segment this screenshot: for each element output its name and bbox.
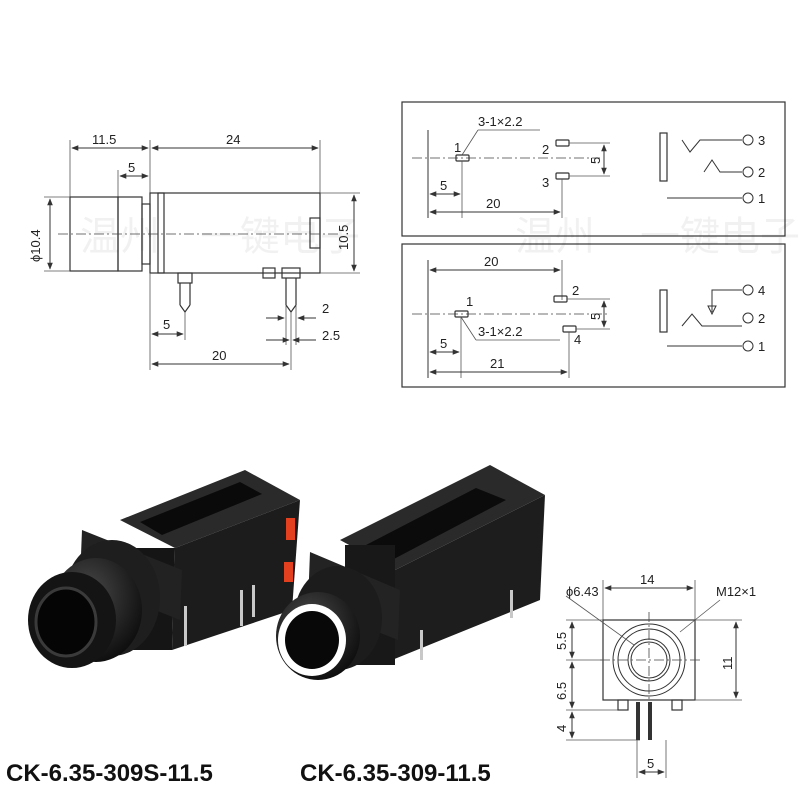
terminal-1b bbox=[742, 340, 754, 352]
dim-pin-offset: 5 bbox=[163, 317, 170, 332]
dim-pitch-b: 5 bbox=[588, 313, 603, 320]
side-view-drawing bbox=[44, 140, 360, 370]
dim-h2: 6.5 bbox=[554, 682, 569, 700]
terminal-1 bbox=[742, 192, 754, 204]
dim-span-bottom: 21 bbox=[490, 356, 504, 371]
pin-label-3: 3 bbox=[542, 175, 549, 190]
slot-spec-b: 3-1×2.2 bbox=[478, 324, 522, 339]
dim-pin-pitch-front: 5 bbox=[647, 756, 654, 771]
dim-diameter: ϕ10.4 bbox=[28, 229, 43, 262]
pin-label-2b: 2 bbox=[572, 283, 579, 298]
dim-span-309: 20 bbox=[486, 196, 500, 211]
terminal-4 bbox=[742, 284, 754, 296]
dim-pin-pitch: 2.5 bbox=[322, 328, 340, 343]
terminal-2b bbox=[742, 312, 754, 324]
pin-label-1b: 1 bbox=[466, 294, 473, 309]
dim-h3: 4 bbox=[554, 725, 569, 732]
schem-label-1b: 1 bbox=[758, 339, 765, 354]
slot-spec: 3-1×2.2 bbox=[478, 114, 522, 129]
dim-pin-width: 2 bbox=[322, 301, 329, 316]
dim-offset: 5 bbox=[128, 160, 135, 175]
watermark-text-2: 一键电子 bbox=[200, 214, 360, 260]
dim-bore: ϕ6.43 bbox=[566, 584, 599, 599]
dim-width: 14 bbox=[640, 572, 654, 587]
pcb-layout-309s bbox=[401, 243, 786, 388]
pin-label-4: 4 bbox=[574, 332, 581, 347]
dim-h1: 5.5 bbox=[554, 632, 569, 650]
pin-label-1: 1 bbox=[454, 140, 461, 155]
watermark-text: 温州 bbox=[80, 214, 160, 260]
product-photo-309 bbox=[276, 465, 545, 680]
dim-front-height: 11 bbox=[720, 657, 735, 671]
dim-pitch: 5 bbox=[588, 157, 603, 164]
dim-offset-309: 5 bbox=[440, 178, 447, 193]
dim-height: 10.5 bbox=[336, 225, 351, 250]
model-label-left: CK-6.35-309S-11.5 bbox=[6, 760, 213, 787]
dim-total-length: 24 bbox=[226, 132, 240, 147]
schem-label-2: 2 bbox=[758, 165, 765, 180]
schem-label-1: 1 bbox=[758, 191, 765, 206]
model-label-right: CK-6.35-309-11.5 bbox=[300, 760, 491, 787]
pin-label-2: 2 bbox=[542, 142, 549, 157]
dim-offset-309s: 5 bbox=[440, 336, 447, 351]
schem-label-4: 4 bbox=[758, 283, 765, 298]
jack-sleeve-symbol-2 bbox=[659, 289, 668, 333]
schem-label-2b: 2 bbox=[758, 311, 765, 326]
dim-span-top: 20 bbox=[484, 254, 498, 269]
pcb-layout-309 bbox=[401, 101, 786, 237]
jack-sleeve-symbol bbox=[659, 132, 668, 182]
schem-label-3: 3 bbox=[758, 133, 765, 148]
terminal-2 bbox=[742, 166, 754, 178]
terminal-3 bbox=[742, 134, 754, 146]
dim-thread: M12×1 bbox=[716, 584, 756, 599]
watermark-text-3: 温州 bbox=[515, 214, 595, 260]
dim-pin-span: 20 bbox=[212, 348, 226, 363]
front-view-drawing bbox=[565, 580, 742, 778]
product-photo-309s bbox=[28, 470, 300, 668]
watermark-text-4: 一键电子 bbox=[640, 214, 800, 260]
dim-body-length: 11.5 bbox=[92, 132, 116, 147]
